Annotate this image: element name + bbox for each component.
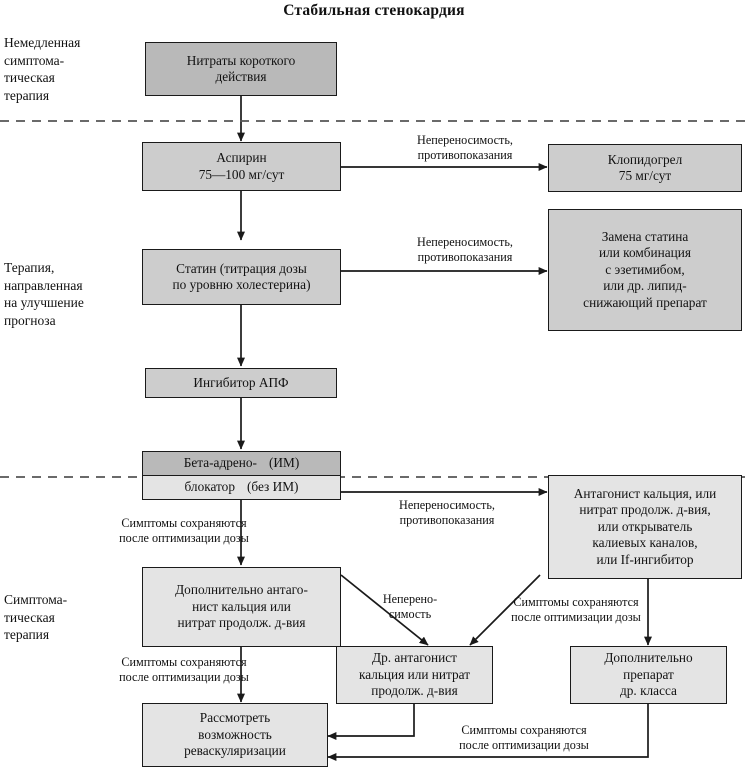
edge-line: после оптимизации дозы (119, 531, 249, 546)
edge-label-persist-4: Симптомы сохраняются после оптимизации д… (426, 723, 622, 754)
section-label-symptomatic: Симптома- тическая терапия (4, 591, 124, 644)
edge-line: симость (388, 607, 432, 622)
node-line: 75—100 мг/сут (198, 166, 285, 182)
edge-line: после оптимизации дозы (511, 610, 641, 625)
node-line: или комбинация (598, 245, 692, 261)
node-line: Др. антагонист (372, 650, 457, 666)
node-line: Дополнительно (604, 650, 693, 666)
edge-line: Симптомы сохраняются (461, 723, 587, 737)
section-line: симптома- (4, 52, 65, 68)
edge-line: Непереносимость, (399, 498, 495, 512)
edge-line: противопоказания (399, 513, 495, 528)
node-line: нист кальция или (192, 598, 291, 614)
section-label-prognosis: Терапия, направленная на улучшение прогн… (4, 259, 129, 329)
node-line: нитрат продолж. д-вия, (579, 502, 711, 518)
edge-line: противопоказания (417, 148, 513, 163)
node-aspirin[interactable]: Аспирин 75—100 мг/сут (142, 142, 341, 191)
edge-label-intolerance-short: Неперено- симость (358, 592, 462, 623)
node-line: (без ИМ) (246, 479, 299, 495)
node-line: Дополнительно антаго- (175, 582, 308, 598)
section-line: терапия (4, 87, 50, 103)
node-line: препарат (623, 666, 674, 682)
section-line: прогноза (4, 312, 56, 328)
edge-line: Симптомы сохраняются (121, 516, 247, 530)
edge-line: Неперено- (382, 592, 438, 606)
node-nitrates[interactable]: Нитраты короткого действия (145, 42, 337, 96)
node-line: или открыватель (597, 518, 693, 534)
node-statin-alternative[interactable]: Замена статина или комбинация с эзетимиб… (548, 209, 742, 331)
edge-label-persist-2: Симптомы сохраняются после оптимизации д… (86, 655, 282, 686)
node-line: Нитраты короткого (186, 52, 296, 68)
edge-line: противопоказания (417, 250, 513, 265)
edge-line: после оптимизации дозы (459, 738, 589, 753)
node-line: др. класса (620, 683, 677, 699)
node-line: действия (215, 69, 267, 84)
node-line: или др. липид- (603, 278, 687, 294)
edge-label-persist-1: Симптомы сохраняются после оптимизации д… (86, 516, 282, 547)
node-line: Бета-адрено- (183, 455, 257, 471)
node-other-calcium-antagonist[interactable]: Др. антагонист кальция или нитрат продол… (336, 646, 493, 704)
node-line: калиевых каналов, (592, 535, 698, 551)
edge-line: после оптимизации дозы (119, 670, 249, 685)
node-line: Клопидогрел (607, 151, 683, 167)
node-line: Статин (титрация дозы (176, 260, 307, 276)
edge-label-persist-3: Симптомы сохраняются после оптимизации д… (478, 595, 674, 626)
section-line: направленная (4, 277, 83, 293)
node-other-class-drug[interactable]: Дополнительно препарат др. класса (570, 646, 727, 704)
node-ace-inhibitor[interactable]: Ингибитор АПФ (145, 368, 337, 398)
section-line: Терапия, (4, 260, 55, 275)
node-statin[interactable]: Статин (титрация дозы по уровню холестер… (142, 249, 341, 305)
node-add-calcium-antagonist[interactable]: Дополнительно антаго- нист кальция или н… (142, 567, 341, 647)
edge-label-intolerance-calcium: Непереносимость, противопоказания (352, 498, 542, 529)
edge-label-intolerance-statin: Непереносимость, противопоказания (370, 235, 560, 266)
node-line: (ИМ) (268, 455, 300, 471)
node-revascularization[interactable]: Рассмотреть возможность реваскуляризации (142, 703, 328, 767)
node-line: Замена статина (601, 228, 689, 244)
node-line: Ингибитор АПФ (193, 374, 289, 390)
node-beta-blocker-mi: Бета-адрено- (ИМ) (143, 452, 340, 476)
node-line: кальция или нитрат (358, 666, 471, 682)
section-line: на улучшение (4, 295, 84, 310)
page-title: Стабильная стенокардия (283, 2, 465, 19)
section-line: тическая (4, 70, 55, 85)
node-line: Антагонист кальция, или (573, 485, 717, 501)
section-line: тическая (4, 609, 55, 625)
node-line: 75 мг/сут (618, 168, 672, 183)
edge-line: Непереносимость, (417, 133, 513, 147)
node-beta-blocker[interactable]: Бета-адрено- (ИМ) блокатор (без ИМ) (142, 451, 341, 500)
node-line: Аспирин (216, 150, 267, 166)
edge-line: Непереносимость, (417, 235, 513, 249)
section-line: Симптома- (4, 592, 68, 607)
edge-label-intolerance-clopidogrel: Непереносимость, противопоказания (370, 133, 560, 164)
node-line: нитрат продолж. д-вия (177, 615, 306, 631)
node-line: реваскуляризации (184, 743, 286, 759)
section-line: Немедленная (4, 35, 81, 50)
node-line: с эзетимибом, (605, 261, 685, 277)
node-line: снижающий препарат (583, 294, 707, 310)
node-line: продолж. д-вия (371, 683, 458, 699)
node-clopidogrel[interactable]: Клопидогрел 75 мг/сут (548, 144, 742, 192)
node-calcium-antagonist-alt[interactable]: Антагонист кальция, или нитрат продолж. … (548, 475, 742, 579)
node-line: возможность (198, 726, 272, 742)
node-beta-blocker-no-mi: блокатор (без ИМ) (143, 475, 340, 499)
edge-line: Симптомы сохраняются (121, 655, 247, 669)
node-line: или If-ингибитор (596, 551, 694, 567)
node-line: Рассмотреть (199, 710, 271, 726)
section-line: терапия (4, 627, 50, 642)
section-label-immediate: Немедленная симптома- тическая терапия (4, 34, 124, 104)
edge-line: Симптомы сохраняются (513, 595, 639, 609)
node-line: блокатор (184, 479, 235, 495)
node-line: по уровню холестерина) (172, 277, 311, 292)
